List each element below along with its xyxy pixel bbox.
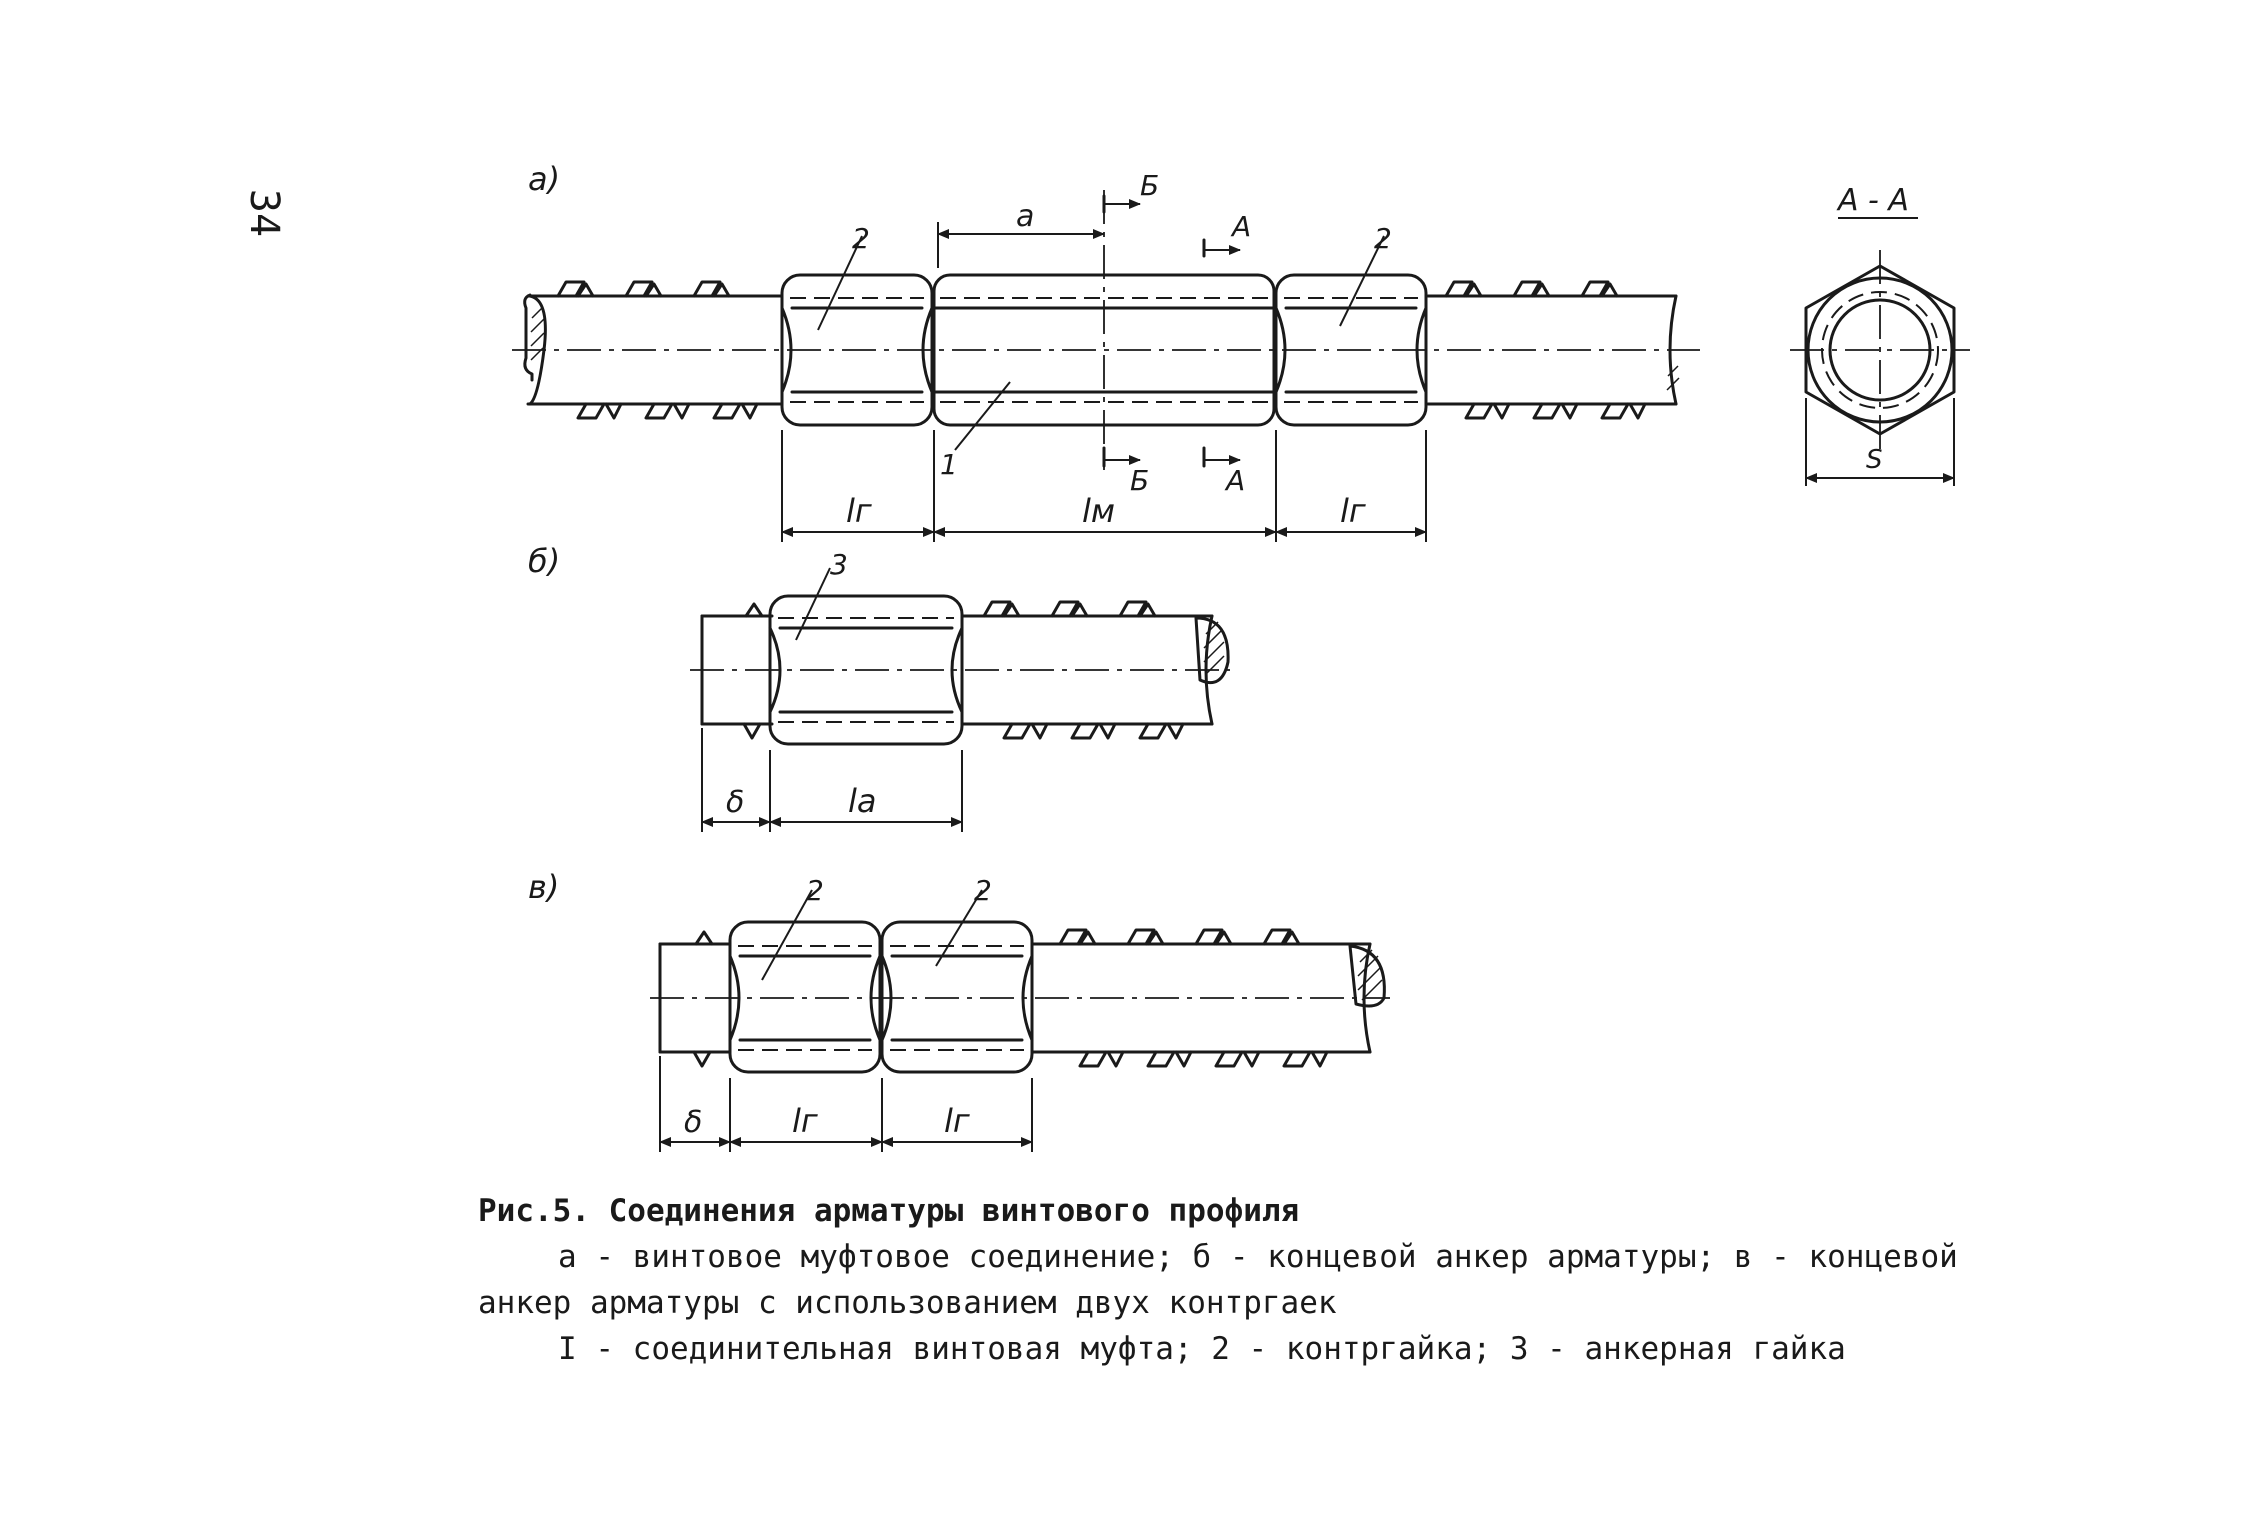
rebar-c-right (1030, 928, 1386, 1068)
view-a-label: а) (528, 160, 560, 198)
rebar-b (960, 600, 1230, 740)
locknut-c2: 2 (880, 874, 1034, 1074)
caption-line: I - соединительная винтовая муфта; 2 - к… (558, 1331, 1846, 1367)
caption-line: а - винтовое муфтовое соединение; б - ко… (558, 1239, 1958, 1275)
rebar-ribs (1444, 280, 1647, 420)
locknut-c1: 2 (728, 874, 882, 1074)
dim-lg-label: lг (846, 492, 872, 530)
figure-caption: Рис.5. Соединения арматуры винтового про… (478, 1188, 2038, 1372)
view-b-label: б) (528, 542, 560, 580)
dim-la-label: lа (848, 782, 877, 820)
view-a: а) 2 (512, 160, 1700, 542)
caption-title: Рис.5. Соединения арматуры винтового про… (478, 1193, 1300, 1229)
part-label-2: 2 (852, 222, 870, 255)
view-c-label: в) (528, 868, 559, 906)
rebar-right (1426, 280, 1680, 420)
locknut-left: 2 (780, 222, 934, 427)
part-label-3: 3 (830, 548, 848, 581)
cut-label-b: Б (1130, 464, 1149, 497)
dimension-chain: lг lм lг (781, 430, 1427, 542)
part-label-2: 2 (806, 874, 824, 907)
cut-label-b: Б (1140, 169, 1159, 202)
view-c: в) 2 2 (528, 868, 1390, 1152)
view-b: б) 3 (528, 542, 1230, 832)
dim-a-label: а (1016, 199, 1034, 234)
part-label-2: 2 (1374, 222, 1392, 255)
dim-lg-label: lг (944, 1102, 970, 1140)
dim-delta-label: δ (684, 1105, 702, 1140)
caption-line: анкер арматуры с использованием двух кон… (478, 1285, 1337, 1321)
section-title: А - А (1836, 183, 1909, 218)
rebar-left (523, 280, 784, 420)
anchor-nut: 3 (768, 548, 964, 746)
dim-lg-label: lг (792, 1102, 818, 1140)
part-label-1: 1 (940, 448, 958, 481)
cut-label-a: А (1224, 464, 1245, 497)
rebar-ribs (556, 280, 759, 420)
cut-label-a: А (1230, 210, 1251, 243)
section-s-label: S (1866, 445, 1883, 475)
rebar-c-left (658, 930, 732, 1068)
dim-lg-label: lг (1340, 492, 1366, 530)
section-cut-marks: Б Б А А (1102, 169, 1251, 497)
dim-delta-label: δ (726, 785, 744, 820)
section-a-a: А - А S (1790, 183, 1970, 486)
dim-lm-label: lм (1082, 492, 1115, 530)
dimension-a: а (937, 199, 1105, 268)
locknut-right: 2 (1274, 222, 1428, 427)
part-label-2: 2 (974, 874, 992, 907)
